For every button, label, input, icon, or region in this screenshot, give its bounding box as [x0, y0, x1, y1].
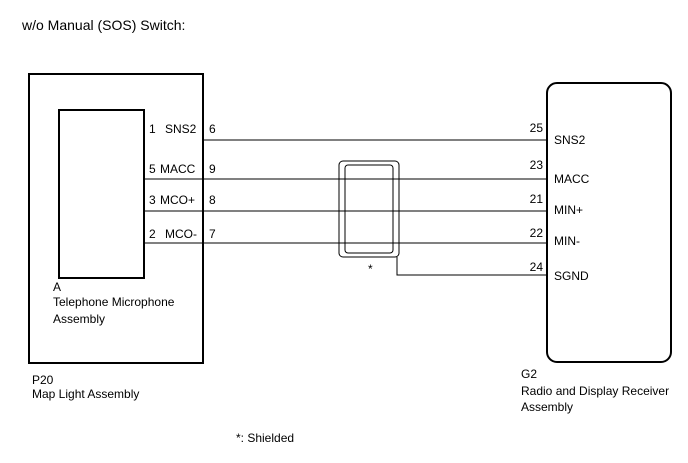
right-pin-24: 24: [530, 260, 544, 274]
right-pin-25: 25: [530, 121, 544, 135]
outer-pin-8: 8: [209, 193, 216, 207]
right-pin-name-sns2: SNS2: [554, 133, 586, 147]
left-connector-label: P20: [32, 373, 54, 387]
left-assembly-name: Map Light Assembly: [32, 387, 139, 401]
right-assembly-name-line2: Assembly: [521, 400, 573, 414]
wire-sgnd: [396, 257, 547, 276]
inner-pin-1: 1: [149, 122, 156, 136]
outer-pin-6: 6: [209, 122, 216, 136]
right-pin-name-macc: MACC: [554, 172, 590, 186]
shield-inner: [344, 164, 394, 254]
inner-pin-2: 2: [149, 227, 156, 241]
inner-pin-3: 3: [149, 193, 156, 207]
telephone-microphone-box: [58, 109, 145, 279]
inner-assembly-label: A: [53, 280, 61, 294]
inner-assembly-name-line2: Assembly: [53, 312, 105, 326]
right-assembly-name-line1: Radio and Display Receiver: [521, 384, 669, 398]
shield-outer: [338, 160, 400, 258]
map-light-assembly-box: [28, 73, 204, 364]
shield-marker: *: [368, 262, 373, 276]
diagram-title: w/o Manual (SOS) Switch:: [21, 17, 185, 33]
right-connector-label: G2: [521, 367, 537, 381]
inner-pin-name-sns2: SNS2: [165, 122, 197, 136]
inner-pin-name-mco-plus: MCO+: [160, 193, 195, 207]
right-pin-name-min-plus: MIN+: [554, 203, 583, 217]
right-pin-name-min-minus: MIN-: [554, 234, 580, 248]
inner-pin-name-macc: MACC: [160, 162, 196, 176]
right-pin-23: 23: [530, 158, 544, 172]
inner-pin-name-mco-minus: MCO-: [165, 227, 197, 241]
right-pin-22: 22: [530, 226, 544, 240]
footnote: *: Shielded: [236, 431, 294, 445]
inner-pin-5: 5: [149, 162, 156, 176]
outer-pin-7: 7: [209, 227, 216, 241]
inner-assembly-name-line1: Telephone Microphone: [53, 295, 175, 309]
right-pin-name-sgnd: SGND: [554, 269, 589, 283]
outer-pin-9: 9: [209, 162, 216, 176]
radio-receiver-box: [546, 82, 672, 363]
right-pin-21: 21: [530, 192, 544, 206]
